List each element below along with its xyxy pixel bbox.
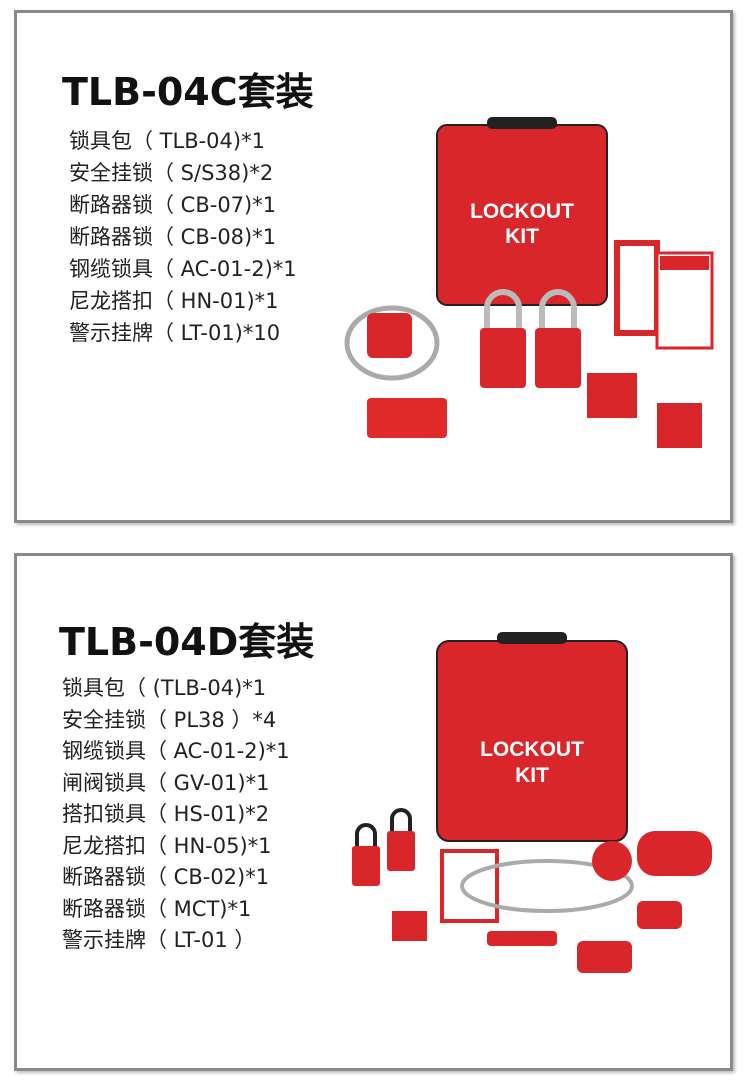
- list-item: 安全挂锁（ S/S38)*2: [69, 161, 274, 185]
- list-item: 断路器锁（ CB-02)*1: [62, 865, 270, 889]
- bag-label-line2: KIT: [505, 225, 539, 248]
- hasp-2: [577, 941, 632, 973]
- breaker-lock-2: [657, 403, 702, 448]
- gate-valve-lock: [637, 831, 712, 876]
- breaker-lock: [392, 911, 427, 941]
- list-item: 断路器锁（ CB-08)*1: [69, 225, 277, 249]
- cable-lock: [344, 305, 440, 381]
- kit-item-list: 锁具包（ (TLB-04)*1 安全挂锁（ PL38 ）*4 钢缆锁具（ AC-…: [62, 673, 290, 957]
- list-item: 钢缆锁具（ AC-01-2)*1: [62, 739, 290, 763]
- list-item: 断路器锁（ MCT)*1: [62, 896, 252, 921]
- list-item: 警示挂牌（ LT-01 ）: [62, 928, 256, 952]
- breaker-lock-1: [587, 373, 637, 418]
- list-item: 尼龙搭扣（ HN-05)*1: [62, 833, 272, 858]
- list-item: 锁具包（ (TLB-04)*1: [62, 676, 267, 700]
- danger-tags: [614, 240, 714, 350]
- list-item: 尼龙搭扣（ HN-01)*1: [69, 289, 279, 313]
- padlocks: [352, 808, 415, 886]
- list-item: 搭扣锁具（ HS-01)*2: [62, 802, 270, 826]
- bag-label-line1: LOCKOUT: [470, 200, 574, 223]
- nylon-hasp: [487, 931, 557, 946]
- list-item: 警示挂牌（ LT-01)*10: [69, 321, 281, 345]
- list-item: 闸阀锁具（ GV-01)*1: [62, 770, 270, 795]
- kit-product-image: LOCKOUT KIT: [344, 117, 714, 448]
- cable-lock: [460, 859, 634, 913]
- list-item: 锁具包（ TLB-04)*1: [69, 129, 265, 153]
- bag-label-line1: LOCKOUT: [480, 738, 584, 761]
- kit-product-image: LOCKOUT KIT: [352, 632, 712, 973]
- list-item: 断路器锁（ CB-07)*1: [69, 193, 277, 217]
- list-item: 钢缆锁具（ AC-01-2)*1: [69, 257, 297, 281]
- padlock-2: [539, 289, 577, 328]
- danger-tag: [440, 849, 499, 923]
- kit-panel-tlb-04c: TLB-04C套装 锁具包（ TLB-04)*1 安全挂锁（ S/S38)*2 …: [14, 10, 733, 523]
- kit-title: TLB-04D套装: [59, 620, 315, 664]
- kit-panel-tlb-04d: TLB-04D套装 锁具包（ (TLB-04)*1 安全挂锁（ PL38 ）*4…: [14, 553, 733, 1071]
- bag-label-line2: KIT: [515, 764, 549, 787]
- padlock-1: [484, 289, 522, 328]
- kit-title: TLB-04C套装: [62, 70, 314, 114]
- nylon-hasp: [367, 398, 447, 438]
- list-item: 安全挂锁（ PL38 ）*4: [62, 707, 277, 732]
- hasp: [637, 901, 682, 929]
- kit-item-list: 锁具包（ TLB-04)*1 安全挂锁（ S/S38)*2 断路器锁（ CB-0…: [69, 125, 297, 349]
